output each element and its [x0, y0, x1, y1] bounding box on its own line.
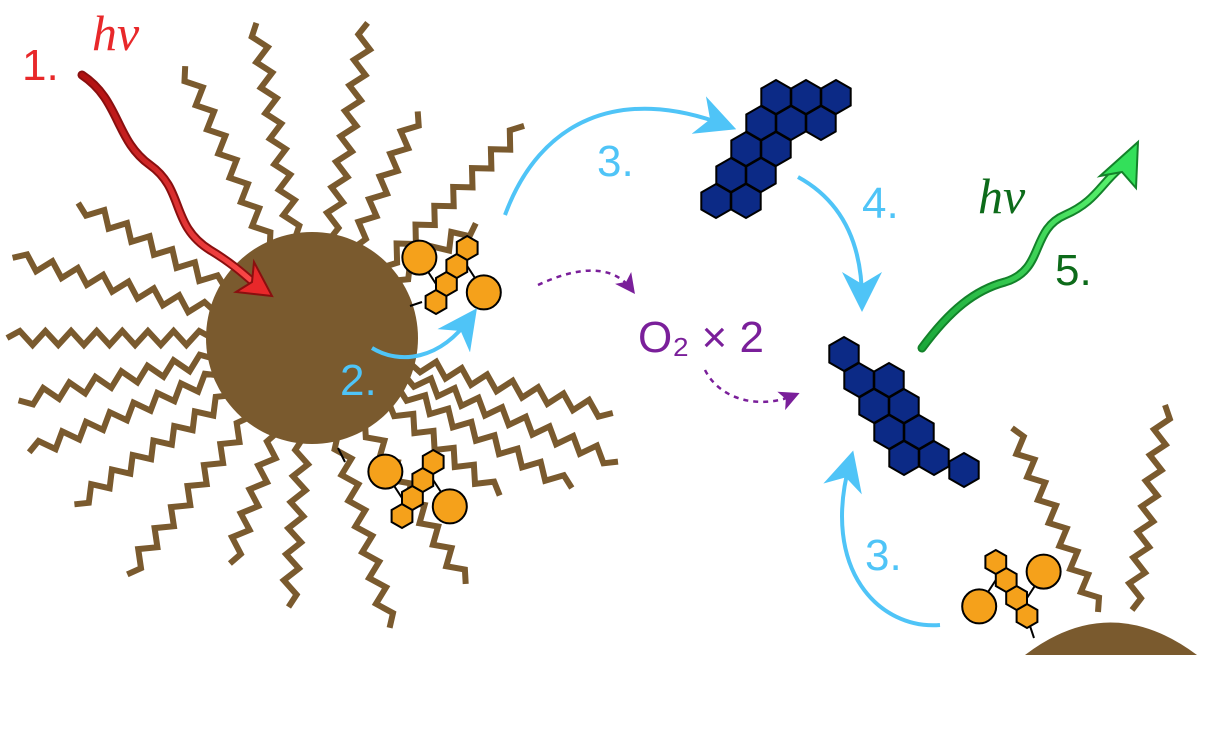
ligand-chain	[331, 433, 397, 629]
emitted-light-arrow	[917, 139, 1140, 353]
ligand-chain	[17, 351, 216, 408]
ligand-chain	[181, 65, 274, 248]
hexagon-ring	[948, 451, 980, 489]
ligand-chain	[126, 414, 252, 578]
hexagon-ring	[455, 234, 479, 262]
transfer-arrow-4	[797, 175, 882, 312]
ligand-chain	[406, 357, 614, 421]
oxygen-arrow-out	[703, 369, 800, 411]
emitter-molecule-icon	[700, 78, 852, 220]
ligand-chain	[322, 21, 375, 242]
substituent-circle	[367, 453, 404, 490]
nanoparticle-partial-icon	[1025, 622, 1197, 655]
ligand-chain	[1010, 425, 1103, 613]
hexagon-ring	[984, 548, 1008, 576]
sensitizer-molecule-icon	[401, 234, 502, 316]
ligand-chain	[385, 401, 503, 497]
sensitizer-molecule-icon	[337, 447, 468, 530]
ligand-chain	[5, 326, 214, 350]
ligand-chain	[381, 123, 525, 271]
transfer-arrow-2	[370, 308, 477, 360]
step-3-bottom-label: 3.	[865, 531, 902, 580]
substituent-circle	[465, 274, 502, 311]
sensitizer-molecule-icon	[961, 548, 1062, 639]
energy-transfer-arrows	[370, 96, 941, 628]
hexagon-ring	[888, 439, 920, 477]
transfer-arrow-3-bottom	[823, 450, 941, 628]
emitter-molecule-icon	[828, 335, 980, 489]
substituent-circle	[401, 239, 438, 276]
ligand-chain	[11, 250, 218, 317]
substituent-circle	[1025, 553, 1062, 590]
ligand-chain	[75, 201, 228, 290]
ligand-chain	[352, 111, 422, 250]
hexagon-ring	[700, 182, 732, 220]
step-3-top-label: 3.	[597, 137, 634, 186]
ligand-chain	[26, 370, 220, 455]
step-1-label: 1.	[22, 41, 59, 90]
hexagon-ring	[918, 439, 950, 477]
bond-line	[1029, 625, 1035, 639]
substituent-circle	[961, 588, 998, 625]
ligand-chain	[1124, 404, 1174, 612]
substituent-circle	[431, 488, 468, 525]
step-2-label: 2.	[340, 356, 377, 405]
ligand-chain	[396, 386, 575, 490]
ligand-chain	[227, 429, 280, 566]
oxygen-arrow-in	[537, 269, 635, 295]
oxygen-label: O₂ × 2	[638, 313, 764, 362]
oxygen-arrows	[537, 269, 800, 411]
absorbed-light-arrow	[77, 70, 274, 298]
ligand-chain	[279, 435, 313, 609]
transfer-arrow-3-top	[503, 96, 737, 216]
ligand-chain	[248, 21, 303, 241]
bond-line	[409, 301, 423, 307]
hexagon-ring	[421, 448, 445, 476]
hv-out-label: hν	[978, 168, 1026, 224]
hexagon-ring	[805, 104, 837, 142]
ligand-chains-secondary	[1010, 404, 1174, 613]
hexagon-ring	[730, 182, 762, 220]
ligand-chain	[74, 392, 231, 508]
step-4-label: 4.	[862, 179, 899, 228]
step-5-label: 5.	[1055, 246, 1092, 295]
ligand-chain	[402, 373, 619, 467]
bond-line	[337, 447, 346, 463]
hv-in-label: hν	[92, 5, 140, 61]
